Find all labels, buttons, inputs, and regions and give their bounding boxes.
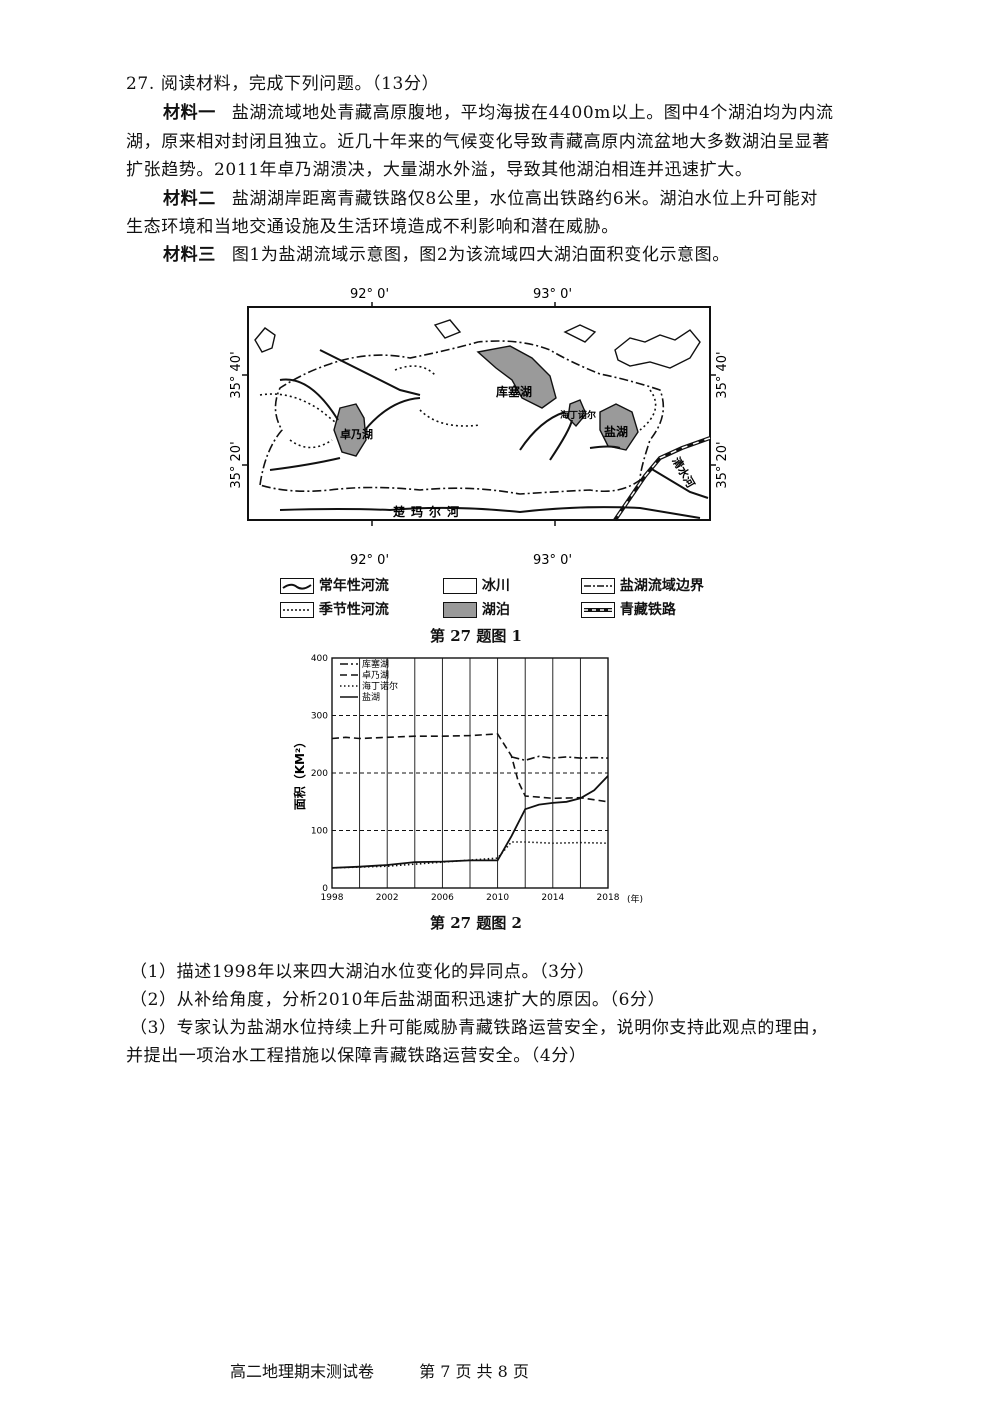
map-lat-right-bottom: 35° 20' (715, 441, 730, 488)
material-1-line-2: 湖，原来相对封闭且独立。近几十年来的气候变化导致青藏高原内流盆地大多数湖泊呈显著 (126, 132, 830, 152)
label-zhuonai-lake: 卓乃湖 (340, 427, 373, 441)
legend-glacier: 冰川 (443, 575, 510, 595)
glacier-areas (254, 319, 701, 369)
label-yanhu-lake: 盐湖 (604, 424, 628, 439)
legend-perennial-label: 常年性河流 (318, 578, 389, 594)
legend-lake: 湖泊 (443, 599, 510, 619)
subquestion-2: （2）从补给角度，分析2010年后盐湖面积迅速扩大的原因。（6分） (130, 990, 666, 1010)
footer-page-info: 第 7 页 共 8 页 (419, 1362, 529, 1381)
lake-area-chart: 1998 2002 2006 2010 2014 2018 0 100 200 300 400 库塞… (292, 654, 643, 905)
footer: 高二地理期末测试卷 第 7 页 共 8 页 (230, 1358, 529, 1382)
lake-zhuonai (333, 403, 367, 457)
x-tick-label: 2002 (376, 893, 399, 903)
legend-railway-label: 青藏铁路 (619, 602, 676, 618)
legend-perennial-symbol (280, 578, 314, 594)
lakes (333, 345, 639, 457)
material-3-text-1: 图1为盐湖流域示意图，图2为该流域四大湖泊面积变化示意图。 (231, 245, 730, 265)
x-tick-label: 2014 (541, 893, 564, 903)
map-lon-top-left: 92° 0' (350, 287, 389, 302)
railway-inner-dashes (614, 437, 711, 521)
legend-seasonal-label: 季节性河流 (318, 602, 389, 618)
legend-perennial: 常年性河流 (280, 575, 389, 595)
x-tick-label: 2018 (597, 893, 620, 903)
legend-label: 库塞湖 (362, 658, 389, 670)
material-1-text-1: 盐湖流域地处青藏高原腹地，平均海拔在4400m以上。图中4个湖泊均为内流 (231, 103, 834, 123)
series-line-2 (331, 733, 609, 803)
subquestion-3-line-1: （3）专家认为盐湖水位持续上升可能威胁青藏铁路运营安全，说明你支持此观点的理由， (130, 1018, 828, 1038)
chart-ticks: 1998 2002 2006 2010 2014 2018 0 100 200 300 400 (311, 654, 620, 903)
material-3-label: 材料三 (163, 245, 216, 265)
chart-series (331, 733, 609, 869)
series-line-1 (511, 755, 609, 762)
basin-boundary (259, 340, 665, 495)
x-tick-label: 2006 (431, 893, 454, 903)
label-kusai-lake: 库塞湖 (496, 384, 532, 399)
legend-label: 盐湖 (362, 691, 380, 703)
salt-lake-basin-map: 92° 0' 93° 0' 92° 0' 93° 0' 35° 40' 35° … (229, 287, 730, 568)
legend-seasonal-symbol (280, 602, 314, 618)
map-lat-right-top: 35° 40' (715, 351, 730, 398)
y-tick-label: 300 (311, 712, 328, 722)
material-2-label: 材料二 (163, 189, 216, 209)
subquestion-1: （1）描述1998年以来四大湖泊水位变化的异同点。（3分） (130, 962, 595, 982)
chart-grid (331, 657, 609, 889)
lake-haiding (567, 399, 587, 428)
figure-1-caption: 第 27 题图 1 (430, 627, 522, 645)
legend-glacier-symbol (443, 578, 477, 594)
label-chumaer-river: 楚玛尔河 (392, 504, 465, 519)
map-lon-bottom-right: 93° 0' (533, 553, 572, 568)
seasonal-rivers (259, 365, 657, 449)
material-2-line-2: 生态环境和当地交通设施及生活环境造成不利影响和潜在威胁。 (126, 217, 619, 237)
material-1-line-3: 扩张趋势。2011年卓乃湖溃决，大量湖水外溢，导致其他湖泊相连并迅速扩大。 (126, 160, 753, 180)
material-3-line-1: 材料三 图1为盐湖流域示意图，图2为该流域四大湖泊面积变化示意图。 (163, 245, 730, 265)
material-1-line-1: 材料一 盐湖流域地处青藏高原腹地，平均海拔在4400m以上。图中4个湖泊均为内流 (163, 103, 834, 123)
question-header: 27. 阅读材料，完成下列问题。（13分） (126, 74, 440, 94)
chart-x-unit: (年) (627, 893, 643, 905)
legend-lake-symbol (443, 602, 477, 618)
legend-label: 卓乃湖 (362, 669, 389, 681)
y-tick-label: 100 (311, 827, 328, 837)
legend-railway: 青藏铁路 (581, 599, 676, 619)
material-2-text-1: 盐湖湖岸距离青藏铁路仅8公里，水位高出铁路约6米。湖泊水位上升可能对 (231, 189, 818, 209)
legend-seasonal: 季节性河流 (280, 599, 389, 619)
map-lat-left-bottom: 35° 20' (229, 441, 244, 488)
chumaer-river (279, 506, 701, 519)
chart-y-label: 面积（KM²） (292, 736, 307, 811)
x-tick-label: 2010 (486, 893, 509, 903)
qingshui-river (649, 467, 709, 499)
map-legend: 常年性河流 季节性河流 冰川 湖泊 盐湖流域边界 青藏铁路 (280, 575, 720, 625)
legend-label: 海丁诺尔 (362, 680, 398, 692)
material-1-label: 材料一 (163, 103, 216, 123)
y-tick-label: 200 (311, 769, 328, 779)
y-tick-label: 0 (322, 884, 328, 894)
series-line-4 (331, 775, 609, 869)
lake-kusai (476, 345, 557, 409)
perennial-rivers (269, 349, 709, 519)
legend-boundary-symbol (581, 578, 615, 594)
y-tick-label: 400 (311, 654, 328, 664)
map-lon-bottom-left: 92° 0' (350, 553, 389, 568)
material-2-line-1: 材料二 盐湖湖岸距离青藏铁路仅8公里，水位高出铁路约6米。湖泊水位上升可能对 (163, 189, 818, 209)
map-lat-left-top: 35° 40' (229, 351, 244, 398)
label-haiding-lake: 海丁诺尔 (560, 409, 596, 421)
legend-lake-label: 湖泊 (481, 602, 510, 618)
footer-exam-name: 高二地理期末测试卷 (230, 1362, 375, 1381)
figure-2-caption: 第 27 题图 2 (430, 914, 522, 932)
subquestion-3-line-2: 并提出一项治水工程措施以保障青藏铁路运营安全。（4分） (126, 1046, 587, 1066)
legend-railway-symbol (581, 602, 615, 618)
map-frame (247, 306, 711, 521)
map-lon-top-right: 93° 0' (533, 287, 572, 302)
legend-boundary: 盐湖流域边界 (581, 575, 704, 595)
lake-yanhu (599, 403, 639, 451)
legend-glacier-label: 冰川 (481, 578, 510, 594)
x-tick-label: 1998 (321, 893, 344, 903)
legend-boundary-label: 盐湖流域边界 (619, 578, 704, 594)
